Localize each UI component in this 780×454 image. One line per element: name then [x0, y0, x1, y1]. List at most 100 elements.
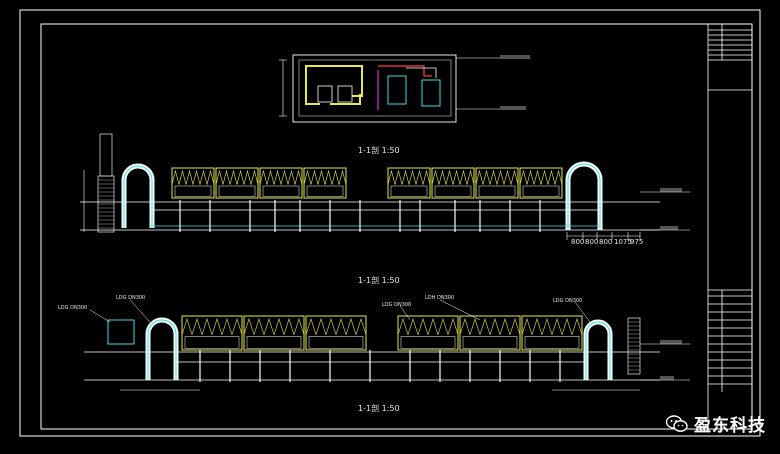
chiller-truss [310, 169, 319, 185]
column [99, 133, 113, 177]
chiller-unit [305, 315, 367, 351]
chiller-unit [243, 315, 305, 351]
chiller-unit [459, 315, 521, 351]
chiller-truss [185, 169, 194, 185]
chiller-truss [236, 169, 245, 185]
chiller-unit [303, 167, 347, 199]
chiller-truss [345, 318, 357, 335]
chiller-truss [509, 318, 521, 335]
chiller-truss [206, 169, 215, 185]
chiller-truss [422, 169, 431, 185]
chiller-truss [415, 169, 424, 185]
plan-view [279, 54, 530, 123]
chiller-truss [427, 318, 439, 335]
chiller-truss [431, 169, 440, 185]
chiller-truss [438, 169, 447, 185]
chiller-unit [259, 167, 303, 199]
chiller-unit [397, 315, 459, 351]
inner-frame [40, 23, 753, 430]
section-title-1: 1-1剖 1:50 [358, 146, 400, 155]
chiller-truss [191, 318, 203, 335]
outer-frame [19, 9, 761, 437]
chiller-truss [222, 169, 231, 185]
chiller-truss [243, 169, 252, 185]
chiller-truss [287, 169, 296, 185]
chiller-truss [215, 169, 224, 185]
chiller-truss [397, 318, 409, 335]
chiller-truss [171, 169, 180, 185]
chiller-base [478, 185, 516, 197]
chiller-unit [431, 167, 475, 199]
dim-label: 800 [585, 238, 599, 246]
pipe-label: LDG DN300 [553, 298, 583, 304]
chiller-truss [315, 318, 327, 335]
chiller-base [308, 336, 364, 349]
chiller-truss [496, 169, 505, 185]
chiller-unit [475, 167, 519, 199]
watermark-text: 盈东科技 [694, 416, 766, 436]
chiller-truss [324, 169, 333, 185]
dim-label: 975 [630, 238, 644, 246]
chiller-truss [540, 169, 549, 185]
chiller-truss [263, 318, 275, 335]
chiller-truss [192, 169, 201, 185]
chiller-unit [521, 315, 583, 351]
chiller-truss [499, 318, 511, 335]
chiller-truss [303, 169, 312, 185]
chiller-truss [551, 318, 563, 335]
chiller-truss [437, 318, 449, 335]
chiller-truss [526, 169, 535, 185]
section-bottom [84, 299, 690, 391]
chiller-base [390, 185, 428, 197]
chiller-unit [387, 167, 431, 199]
chiller-truss [325, 318, 337, 335]
brick-wall-left [97, 133, 115, 233]
chiller-base [434, 185, 472, 197]
chiller-unit [215, 167, 259, 199]
chiller-truss [355, 318, 367, 335]
chiller-truss [459, 169, 468, 185]
chiller-truss [452, 169, 461, 185]
chiller-truss [259, 169, 268, 185]
chiller-truss [273, 169, 282, 185]
chiller-truss [394, 169, 403, 185]
chiller-truss [243, 318, 255, 335]
chiller-unit [181, 315, 243, 351]
chiller-base [184, 336, 240, 349]
watermark: 盈东科技 [666, 411, 766, 436]
pipe-label: LDG DN300 [382, 302, 412, 308]
dim-label: 800 [571, 238, 585, 246]
chiller-base [246, 336, 302, 349]
chiller-truss [335, 318, 347, 335]
chiller-unit [519, 167, 563, 199]
chiller-truss [305, 318, 317, 335]
pipe-label: LDH DN300 [425, 295, 455, 301]
chiller-base [218, 185, 256, 197]
chiller-truss [554, 169, 563, 185]
chiller-truss [387, 169, 396, 185]
chiller-truss [489, 318, 501, 335]
chiller-truss [417, 318, 429, 335]
chiller-truss [489, 169, 498, 185]
dim-label: 800 [599, 238, 613, 246]
chiller-truss [503, 169, 512, 185]
chiller-truss [401, 169, 410, 185]
chiller-truss [510, 169, 519, 185]
chiller-base [522, 185, 560, 197]
chiller-truss [283, 318, 295, 335]
wechat-icon [666, 414, 688, 432]
chiller-truss [445, 169, 454, 185]
chiller-truss [201, 318, 213, 335]
chiller-truss [293, 318, 305, 335]
chiller-truss [561, 318, 573, 335]
chiller-truss [231, 318, 243, 335]
chiller-truss [221, 318, 233, 335]
dim-label: 1075 [614, 238, 632, 246]
chiller-truss [181, 318, 193, 335]
chiller-truss [466, 169, 475, 185]
chiller-truss [533, 169, 542, 185]
chiller-truss [521, 318, 533, 335]
chiller-truss [273, 318, 285, 335]
chiller-truss [459, 318, 471, 335]
